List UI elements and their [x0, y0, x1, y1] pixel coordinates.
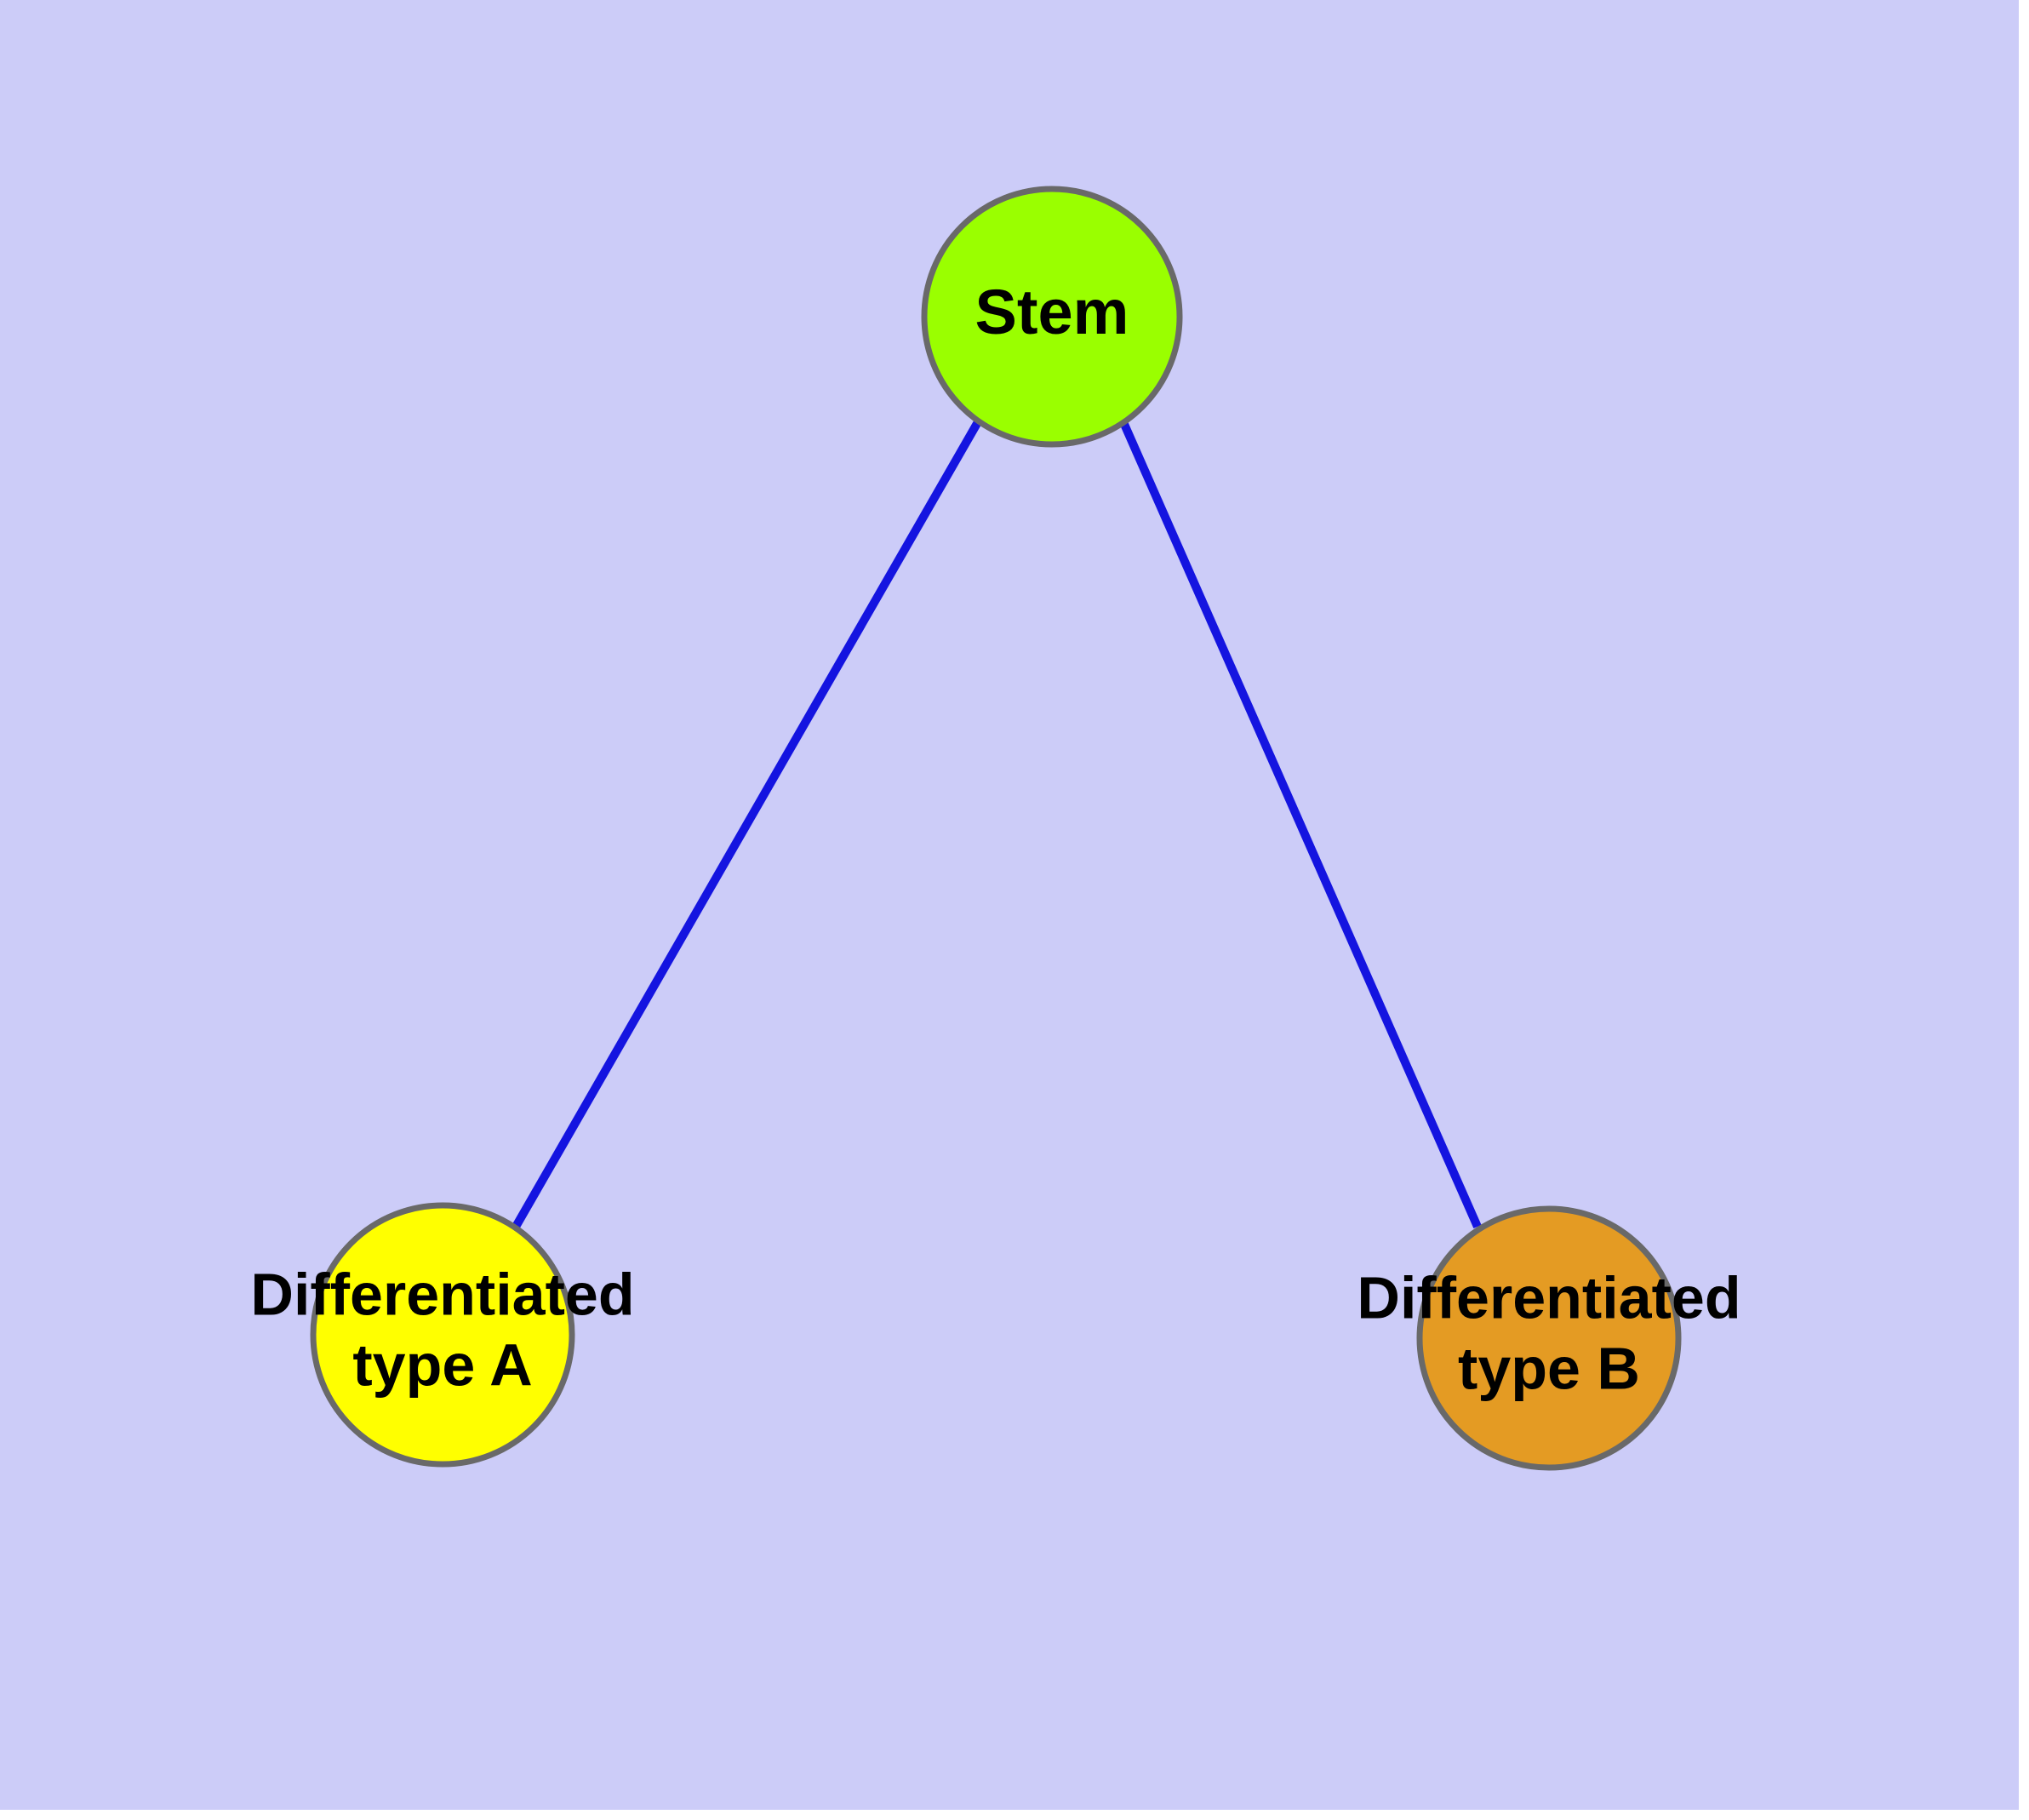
edges-group: [512, 418, 1482, 1229]
node-label-line: type B: [1458, 1336, 1640, 1402]
node-differentiated-type-a[interactable]: [310, 1202, 575, 1468]
nodes-group: [310, 186, 1682, 1471]
node-label-line: Differentiated: [1357, 1265, 1740, 1331]
edge-stem-to-diff-b[interactable]: [1119, 420, 1482, 1229]
node-stem[interactable]: [921, 186, 1183, 448]
node-label-stem: Stem: [975, 277, 1129, 347]
node-label-line: Differentiated: [250, 1262, 634, 1328]
node-differentiated-type-b[interactable]: [1416, 1205, 1682, 1471]
node-label-line: type A: [352, 1332, 532, 1399]
edge-stem-to-diff-a[interactable]: [512, 418, 983, 1229]
node-label-line: Stem: [975, 277, 1129, 347]
